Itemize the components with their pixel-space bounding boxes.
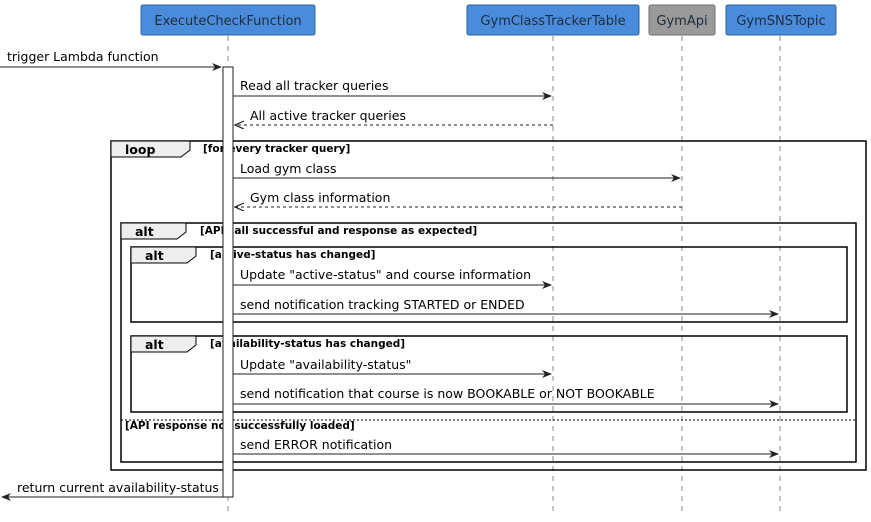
message-notify-tracking: send notification tracking STARTED or EN… xyxy=(233,297,779,318)
loop-keyword: loop xyxy=(125,142,155,157)
message-label: Load gym class xyxy=(240,161,336,176)
alt-active-tab xyxy=(130,246,197,264)
activation-bar xyxy=(222,66,234,498)
message-label: send notification tracking STARTED or EN… xyxy=(240,297,525,312)
message-label: send notification that course is now BOO… xyxy=(240,386,655,401)
loop-tab xyxy=(110,140,191,158)
message-notify-bookable: send notification that course is now BOO… xyxy=(233,386,779,408)
message-read-tracker-queries: Read all tracker queries xyxy=(233,78,552,100)
message-update-availability-status: Update "availability-status" xyxy=(233,357,552,378)
alt-active-keyword: alt xyxy=(145,248,164,263)
message-label: Gym class information xyxy=(250,190,390,205)
participant-gym-class-tracker-table: GymClassTrackerTable xyxy=(466,4,640,36)
alt-fragment-outer: alt [API call successful and response as… xyxy=(120,222,857,463)
alt-avail-tab xyxy=(130,335,197,353)
participant-execute-check-function: ExecuteCheckFunction xyxy=(140,4,316,36)
alt-avail-keyword: alt xyxy=(145,337,164,352)
alt-avail-frame xyxy=(130,335,848,413)
message-active-tracker-queries: All active tracker queries xyxy=(235,108,553,125)
message-label: return current availability-status xyxy=(17,480,219,495)
alt-outer-tab xyxy=(120,222,187,240)
participant-gym-api: GymApi xyxy=(648,4,716,36)
loop-guard: [for every tracker query] xyxy=(203,143,350,155)
alt-outer-guard: [API call successful and response as exp… xyxy=(200,225,477,237)
message-return-availability: return current availability-status xyxy=(1,480,223,501)
alt-outer-keyword: alt xyxy=(135,224,154,239)
else-guard: [API response not successfully loaded] xyxy=(125,420,355,432)
alt-outer-frame xyxy=(120,222,857,463)
participant-box xyxy=(466,4,640,36)
participant-box xyxy=(725,4,837,36)
alt-active-frame xyxy=(130,246,848,323)
participant-box xyxy=(140,4,316,36)
alt-fragment-active-status: alt [active-status has changed] xyxy=(130,246,848,323)
message-label: All active tracker queries xyxy=(250,108,406,123)
participant-label: ExecuteCheckFunction xyxy=(154,14,301,29)
message-label: Update "active-status" and course inform… xyxy=(240,267,531,282)
message-load-gym-class: Load gym class xyxy=(233,161,681,182)
message-gym-class-info: Gym class information xyxy=(235,190,682,207)
message-send-error: send ERROR notification xyxy=(233,437,779,458)
loop-fragment: loop [for every tracker query] xyxy=(110,140,867,471)
participant-label: GymApi xyxy=(656,14,707,29)
message-label: trigger Lambda function xyxy=(7,49,159,64)
message-label: Update "availability-status" xyxy=(240,357,411,372)
message-trigger-lambda: trigger Lambda function xyxy=(0,49,222,71)
alt-active-guard: [active-status has changed] xyxy=(210,249,375,261)
message-label: send ERROR notification xyxy=(240,437,392,452)
participant-label: GymSNSTopic xyxy=(736,14,825,29)
participant-label: GymClassTrackerTable xyxy=(480,14,625,29)
participant-gym-sns-topic: GymSNSTopic xyxy=(725,4,837,36)
message-update-active-status: Update "active-status" and course inform… xyxy=(233,267,552,289)
alt-avail-guard: [availability-status has changed] xyxy=(210,338,405,350)
alt-fragment-availability-status: alt [availability-status has changed] xyxy=(130,335,848,413)
loop-frame xyxy=(110,140,867,471)
message-label: Read all tracker queries xyxy=(240,78,389,93)
participant-box xyxy=(648,4,716,36)
